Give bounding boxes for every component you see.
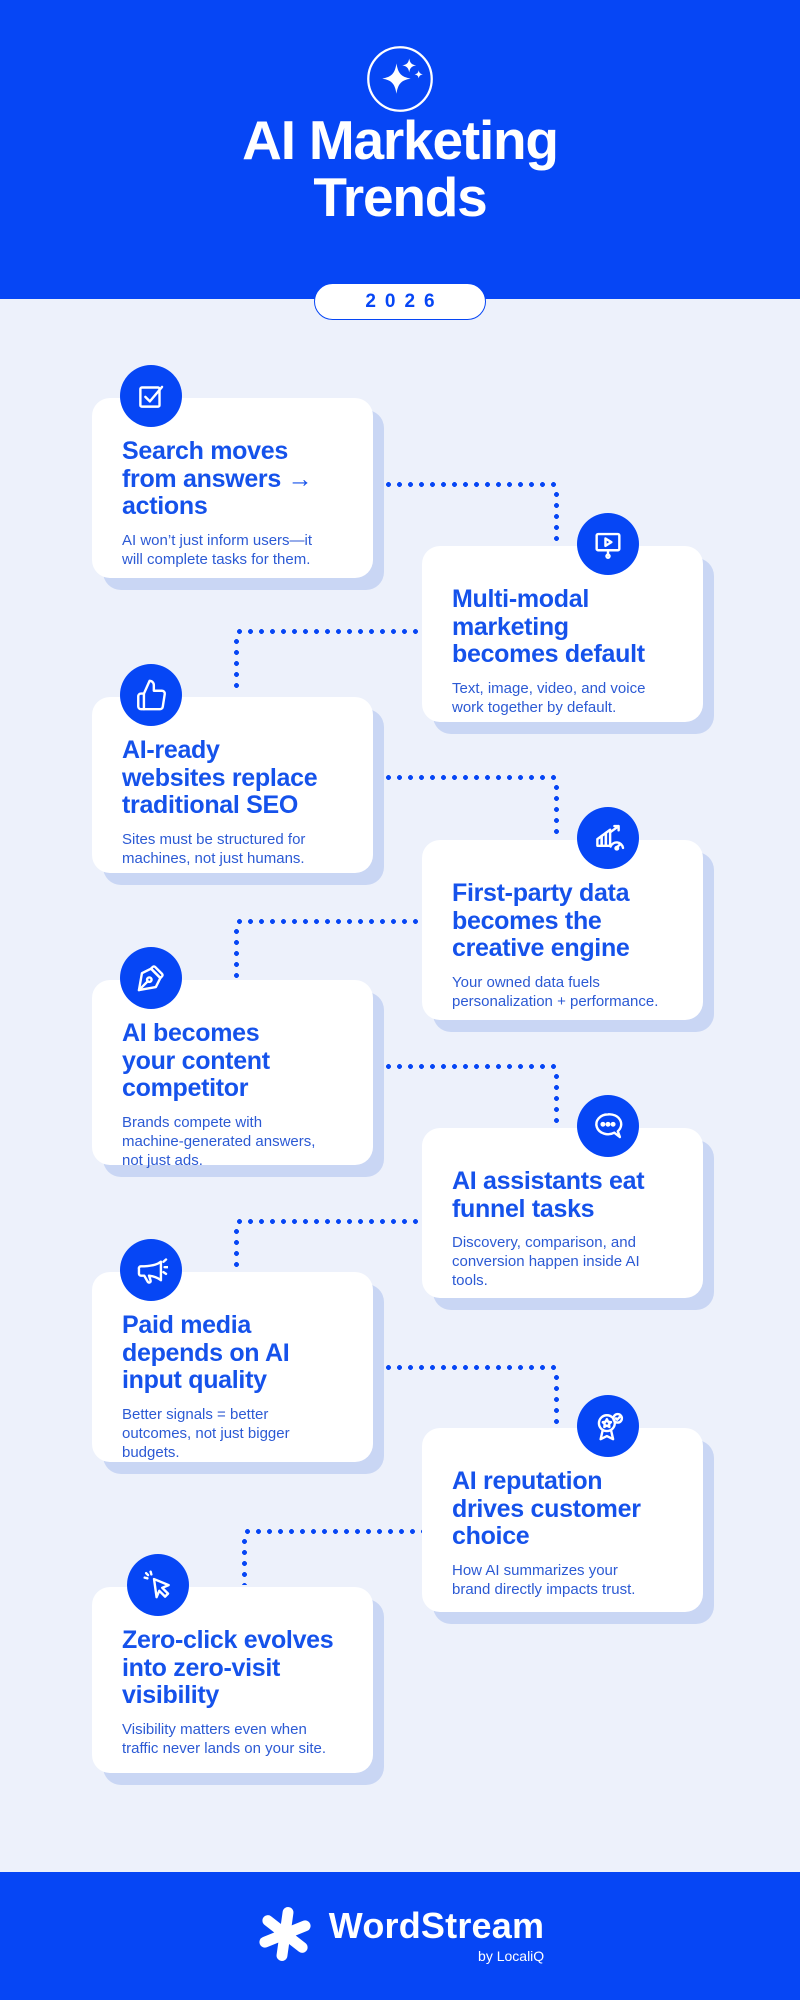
trend-card-body: Discovery, comparison, and conversion ha… bbox=[452, 1234, 640, 1290]
asterisk-logo-icon bbox=[256, 1905, 314, 1968]
growth-chart-icon bbox=[577, 807, 639, 869]
trend-card-body: Better signals = better outcomes, not ju… bbox=[122, 1405, 290, 1461]
chat-bubble-icon bbox=[577, 1095, 639, 1157]
trend-card-title: AI assistants eat funnel tasks bbox=[452, 1167, 645, 1223]
trend-card-7: Paid media depends on AI input quality B… bbox=[92, 1272, 373, 1462]
connector-5-vertical bbox=[554, 1071, 559, 1126]
megaphone-icon bbox=[120, 1239, 182, 1301]
year-badge-text: 2026 bbox=[365, 290, 444, 312]
trend-card-body: Sites must be structured for machines, n… bbox=[122, 830, 306, 867]
trend-card-3: AI-ready websites replace traditional SE… bbox=[92, 697, 373, 873]
award-badge-icon bbox=[577, 1395, 639, 1457]
pen-nib-icon bbox=[120, 947, 182, 1009]
connector-2-vertical bbox=[234, 636, 239, 693]
connector-1-vertical bbox=[554, 489, 559, 541]
trend-card-4: First-party data becomes the creative en… bbox=[422, 840, 703, 1020]
page-title: AI Marketing Trends bbox=[0, 109, 800, 229]
trend-card-body: How AI summarizes your brand directly im… bbox=[452, 1561, 636, 1598]
trend-card-title: First-party data becomes the creative en… bbox=[452, 879, 630, 962]
trend-card-body: Text, image, video, and voice work toget… bbox=[452, 679, 646, 716]
trend-card-title: Zero-click evolves into zero-visit visib… bbox=[122, 1626, 334, 1709]
cursor-click-icon bbox=[127, 1554, 189, 1616]
checkbox-check-icon bbox=[120, 365, 182, 427]
header-banner: AI Marketing Trends bbox=[0, 0, 800, 299]
connector-7-vertical bbox=[554, 1372, 559, 1426]
trend-card-2: Multi-modal marketing becomes default Te… bbox=[422, 546, 703, 722]
brand-byline: by LocaliQ bbox=[478, 1948, 545, 1964]
connector-6-horizontal bbox=[234, 1219, 422, 1224]
trend-card-title: Paid media depends on AI input quality bbox=[122, 1311, 290, 1394]
thumbs-up-icon bbox=[120, 664, 182, 726]
footer-banner: WordStream by LocaliQ bbox=[0, 1872, 800, 2000]
connector-7-horizontal bbox=[383, 1365, 560, 1370]
connector-6-vertical bbox=[234, 1226, 239, 1270]
connector-1-horizontal bbox=[383, 482, 560, 487]
sparkles-icon bbox=[366, 45, 434, 118]
trend-card-title: AI-ready websites replace traditional SE… bbox=[122, 736, 318, 819]
trend-card-title: Multi-modal marketing becomes default bbox=[452, 585, 645, 668]
trend-card-5: AI becomes your content competitor Brand… bbox=[92, 980, 373, 1169]
connector-5-horizontal bbox=[383, 1064, 560, 1069]
presentation-play-icon bbox=[577, 513, 639, 575]
brand-name: WordStream bbox=[328, 1905, 545, 1946]
trend-card-1: Search moves from answers → actions AI w… bbox=[92, 398, 373, 578]
page-title-line1: AI Marketing bbox=[242, 109, 559, 171]
trend-card-body: Your owned data fuels personalization + … bbox=[452, 973, 659, 1010]
trend-card-6: AI assistants eat funnel tasks Discovery… bbox=[422, 1128, 703, 1298]
brand-lockup: WordStream by LocaliQ bbox=[328, 1905, 545, 1965]
trend-card-title: AI reputation drives customer choice bbox=[452, 1467, 641, 1550]
trend-card-title: AI becomes your content competitor bbox=[122, 1019, 270, 1102]
page-title-line2: Trends bbox=[313, 166, 487, 229]
connector-3-horizontal bbox=[383, 775, 560, 780]
trend-card-body: Brands compete with machine-generated an… bbox=[122, 1113, 316, 1169]
year-badge: 2026 bbox=[314, 283, 486, 320]
trend-card-title: Search moves from answers → actions bbox=[122, 437, 313, 520]
connector-8-horizontal bbox=[242, 1529, 422, 1534]
trend-card-8: AI reputation drives customer choice How… bbox=[422, 1428, 703, 1612]
connector-2-horizontal bbox=[234, 629, 422, 634]
connector-3-vertical bbox=[554, 782, 559, 838]
connector-4-vertical bbox=[234, 926, 239, 978]
trend-card-body: AI won’t just inform users—it will compl… bbox=[122, 531, 313, 568]
connector-8-vertical bbox=[242, 1536, 247, 1585]
connector-4-horizontal bbox=[234, 919, 422, 924]
trend-card-9: Zero-click evolves into zero-visit visib… bbox=[92, 1587, 373, 1773]
trend-card-body: Visibility matters even when traffic nev… bbox=[122, 1720, 326, 1757]
